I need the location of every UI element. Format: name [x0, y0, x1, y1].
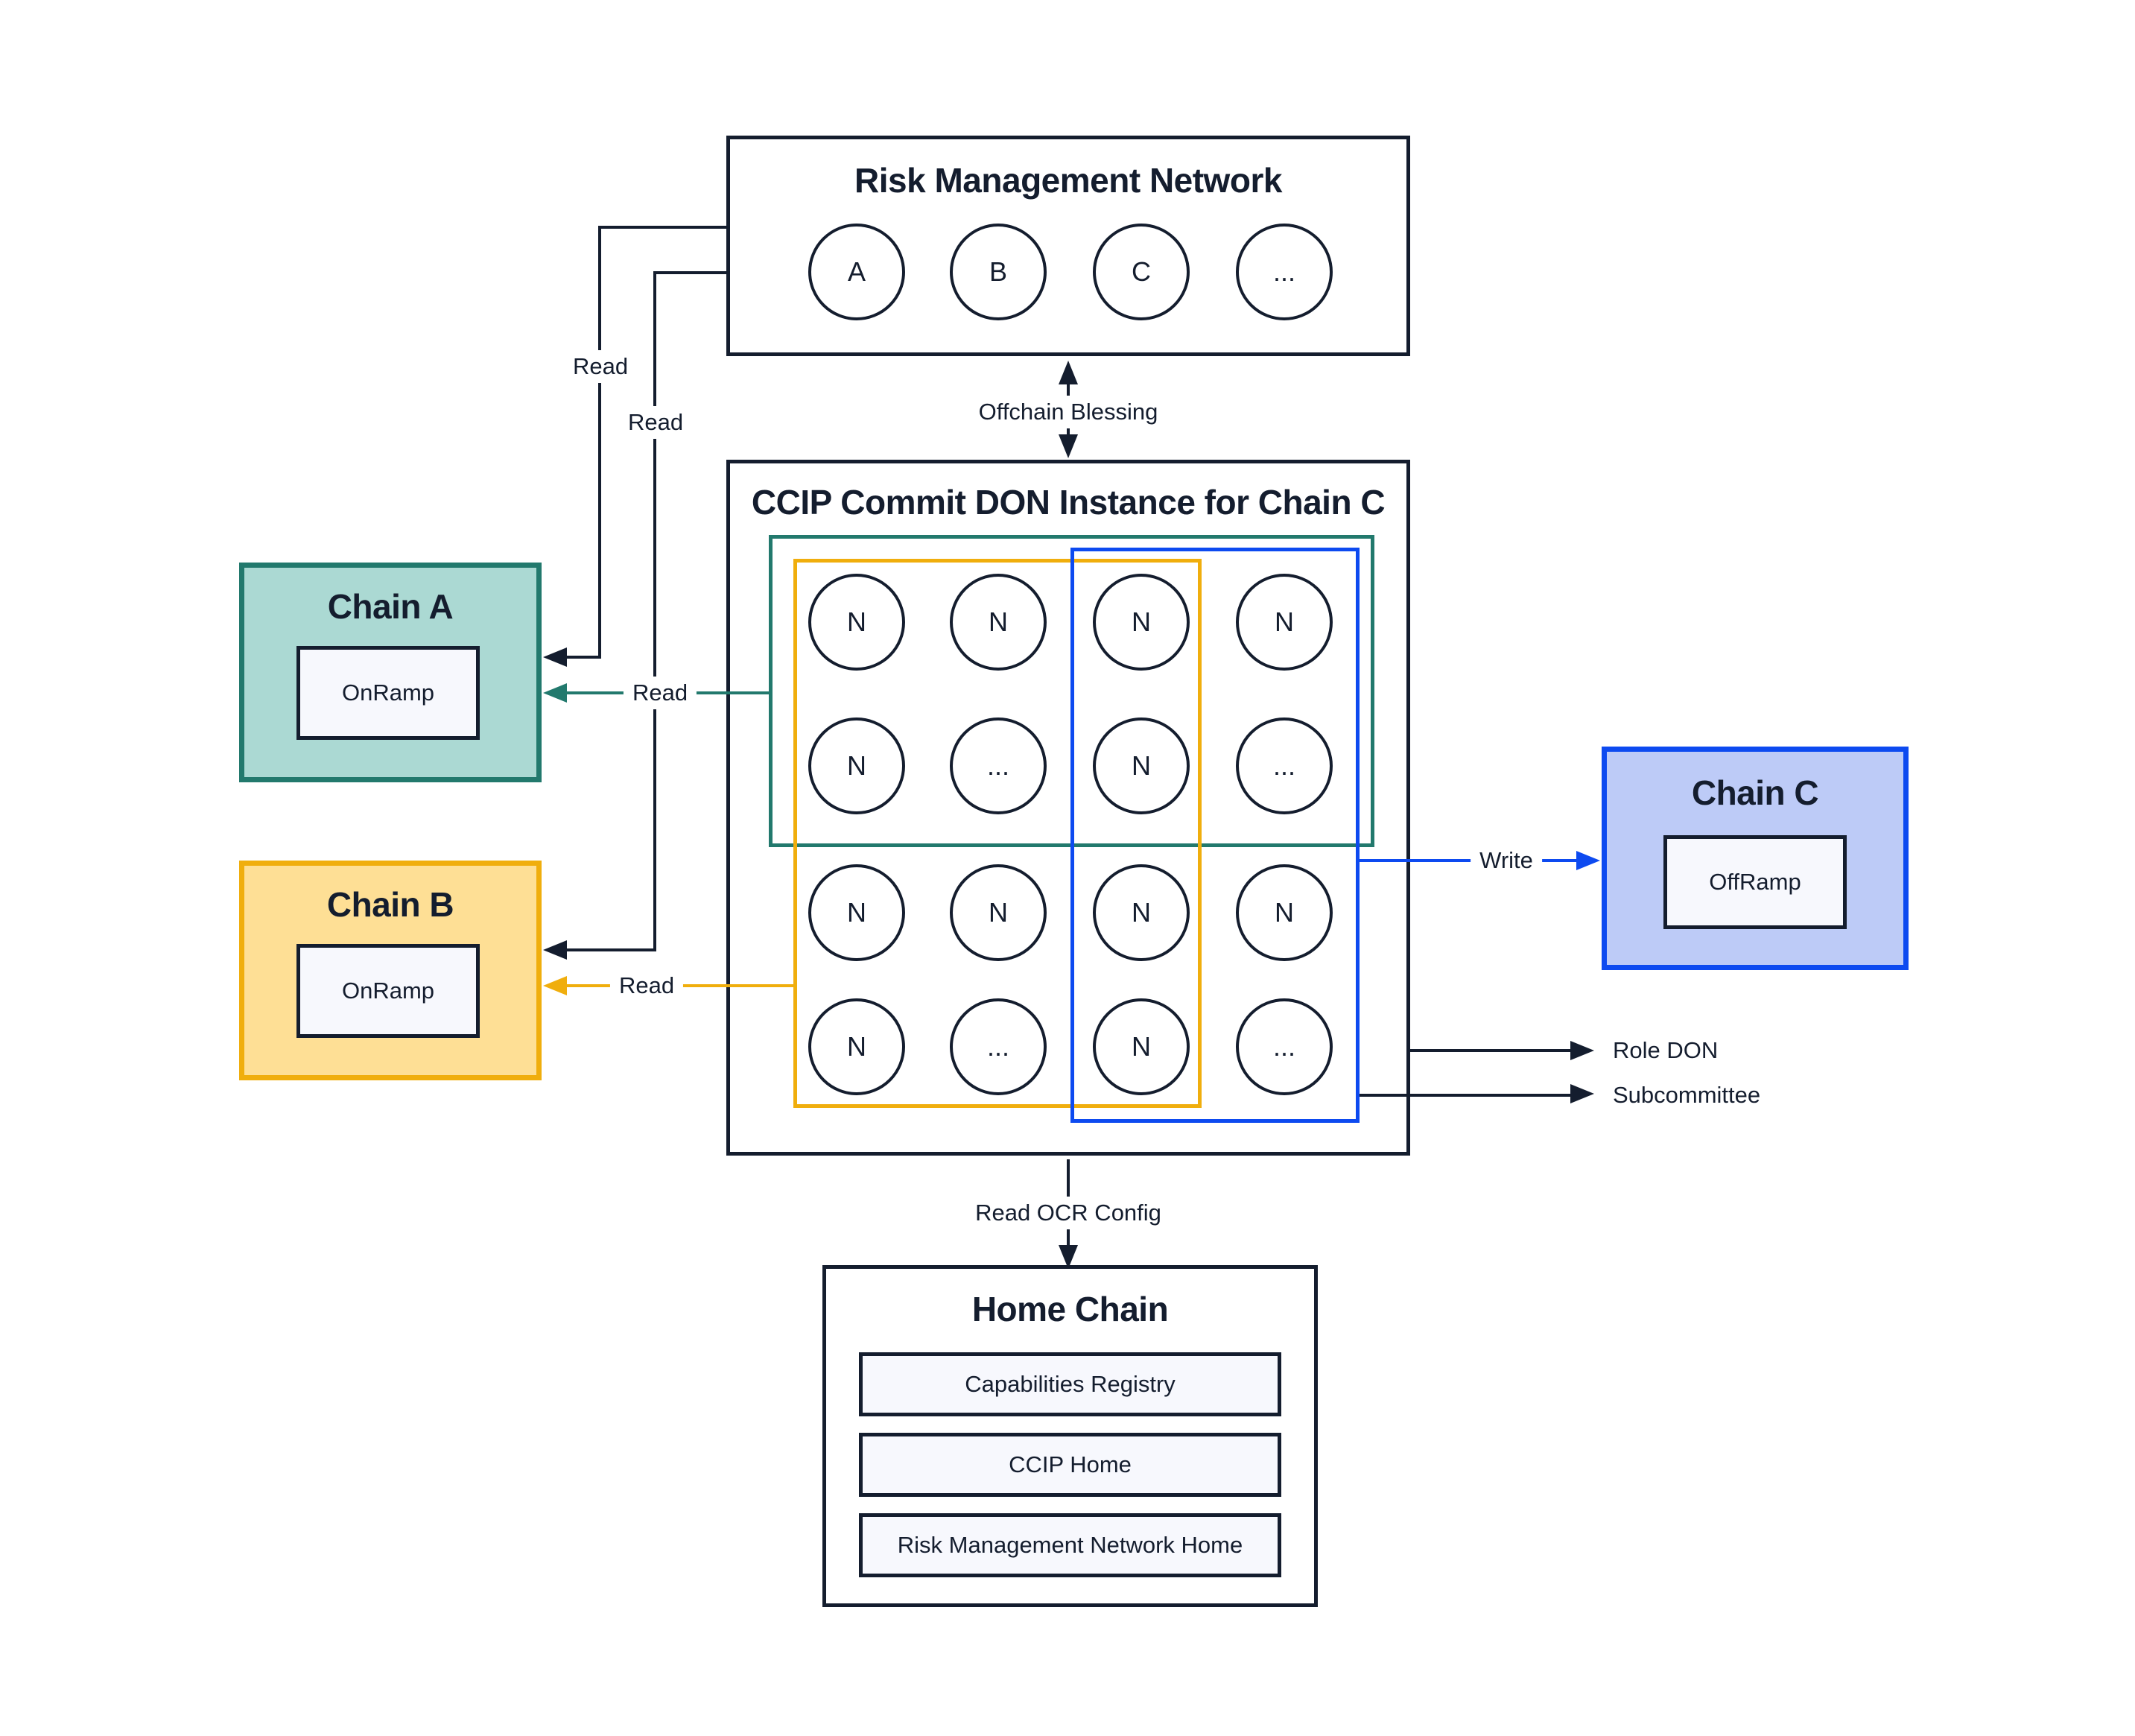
chain-c-title: Chain C: [1691, 773, 1819, 812]
rmn-home-label: Risk Management Network Home: [897, 1532, 1243, 1558]
don-node: ...: [950, 717, 1047, 814]
capabilities-registry-box: Capabilities Registry: [859, 1352, 1281, 1416]
don-node-label: N: [1275, 606, 1294, 637]
home-chain-box: Home Chain Capabilities Registry CCIP Ho…: [822, 1265, 1318, 1607]
read-label-rmn-chain-a: Read: [563, 350, 638, 383]
don-node-label: N: [847, 750, 866, 781]
arrowhead-role-don: [1570, 1041, 1594, 1060]
don-node-label: ...: [986, 1031, 1009, 1062]
don-node-label: N: [989, 897, 1008, 928]
read-ocr-config-label: Read OCR Config: [966, 1197, 1170, 1229]
role-don-line: [1410, 1049, 1570, 1052]
offchain-blessing-label: Offchain Blessing: [969, 396, 1167, 428]
rmn-read-chain-b-line: [655, 271, 726, 274]
don-node: N: [808, 574, 905, 671]
ccip-commit-don-title: CCIP Commit DON Instance for Chain C: [751, 483, 1386, 522]
rmn-node-c: C: [1093, 224, 1190, 320]
read-label-gold-chain-b: Read: [609, 969, 684, 1002]
rmn-read-chain-b-line: [653, 271, 656, 951]
rmn-node-more-label: ...: [1272, 256, 1295, 287]
risk-management-network-title: Risk Management Network: [854, 161, 1282, 200]
don-node: N: [950, 864, 1047, 961]
don-node: ...: [950, 998, 1047, 1095]
rmn-node-a-label: A: [847, 256, 866, 287]
don-node-label: N: [1132, 750, 1151, 781]
chain-b-onramp-box: OnRamp: [296, 944, 480, 1038]
don-node: N: [808, 717, 905, 814]
rmn-home-box: Risk Management Network Home: [859, 1513, 1281, 1577]
don-node-label: ...: [1272, 1031, 1295, 1062]
rmn-node-b-label: B: [989, 256, 1007, 287]
chain-c-offramp-label: OffRamp: [1709, 869, 1801, 895]
don-node: ...: [1236, 998, 1333, 1095]
rmn-read-chain-a-line: [600, 226, 726, 229]
arrowhead-subcommittee: [1570, 1084, 1594, 1103]
don-node: N: [950, 574, 1047, 671]
blue-write-chain-c-line: [1360, 859, 1578, 862]
rmn-node-more: ...: [1236, 224, 1333, 320]
don-node: N: [1093, 717, 1190, 814]
chain-a-title: Chain A: [327, 587, 454, 626]
subcommittee-line: [1360, 1094, 1570, 1097]
don-node-label: N: [847, 897, 866, 928]
chain-a-onramp-label: OnRamp: [341, 679, 435, 706]
chain-a-onramp-box: OnRamp: [296, 646, 480, 740]
chain-b-onramp-label: OnRamp: [341, 978, 435, 1004]
blue-subcommittee-rect: [1070, 548, 1360, 1123]
read-label-teal-chain-a: Read: [623, 677, 697, 709]
arrowhead-into-chain-a: [543, 647, 567, 667]
arrowhead-down-offchain-blessing: [1059, 434, 1078, 458]
chain-c-box: Chain C OffRamp: [1602, 747, 1909, 970]
don-node-label: N: [847, 606, 866, 637]
arrowhead-into-home-chain: [1059, 1245, 1078, 1269]
write-label: Write: [1471, 844, 1542, 877]
role-don-label: Role DON: [1613, 1037, 1719, 1063]
don-node: ...: [1236, 717, 1333, 814]
rmn-node-c-label: C: [1132, 256, 1151, 287]
rmn-node-a: A: [808, 224, 905, 320]
don-node: N: [1093, 998, 1190, 1095]
rmn-read-chain-a-line: [598, 226, 601, 659]
don-node-label: N: [1132, 1031, 1151, 1062]
don-node: N: [1093, 864, 1190, 961]
don-node-label: N: [1275, 897, 1294, 928]
gold-arrowhead-into-chain-b: [543, 976, 567, 995]
don-node-label: N: [1132, 897, 1151, 928]
capabilities-registry-label: Capabilities Registry: [965, 1371, 1176, 1397]
arrowhead-up-offchain-blessing: [1059, 361, 1078, 384]
rmn-node-b: B: [950, 224, 1047, 320]
blue-arrowhead-into-chain-c: [1576, 851, 1600, 870]
chain-b-title: Chain B: [326, 885, 454, 924]
chain-b-box: Chain B OnRamp: [239, 861, 542, 1080]
rmn-read-chain-a-line: [564, 656, 600, 659]
don-node: N: [1093, 574, 1190, 671]
read-label-rmn-chain-b: Read: [618, 406, 693, 439]
don-node: N: [1236, 574, 1333, 671]
don-node: N: [808, 998, 905, 1095]
don-node-label: N: [989, 606, 1008, 637]
subcommittee-label: Subcommittee: [1613, 1082, 1761, 1108]
don-node-label: N: [1132, 606, 1151, 637]
gold-committee-rect: [793, 559, 1202, 1108]
chain-c-offramp-box: OffRamp: [1663, 835, 1847, 929]
arrowhead-into-chain-b: [543, 940, 567, 960]
teal-arrowhead-into-chain-a: [543, 683, 567, 703]
don-node: N: [1236, 864, 1333, 961]
don-node-label: N: [847, 1031, 866, 1062]
don-node-label: ...: [986, 750, 1009, 781]
home-chain-title: Home Chain: [971, 1290, 1169, 1328]
ccip-home-label: CCIP Home: [1009, 1451, 1132, 1477]
don-node-label: ...: [1272, 750, 1295, 781]
don-node: N: [808, 864, 905, 961]
ccip-home-box: CCIP Home: [859, 1433, 1281, 1497]
chain-a-box: Chain A OnRamp: [239, 563, 542, 782]
rmn-read-chain-b-line: [564, 948, 655, 951]
